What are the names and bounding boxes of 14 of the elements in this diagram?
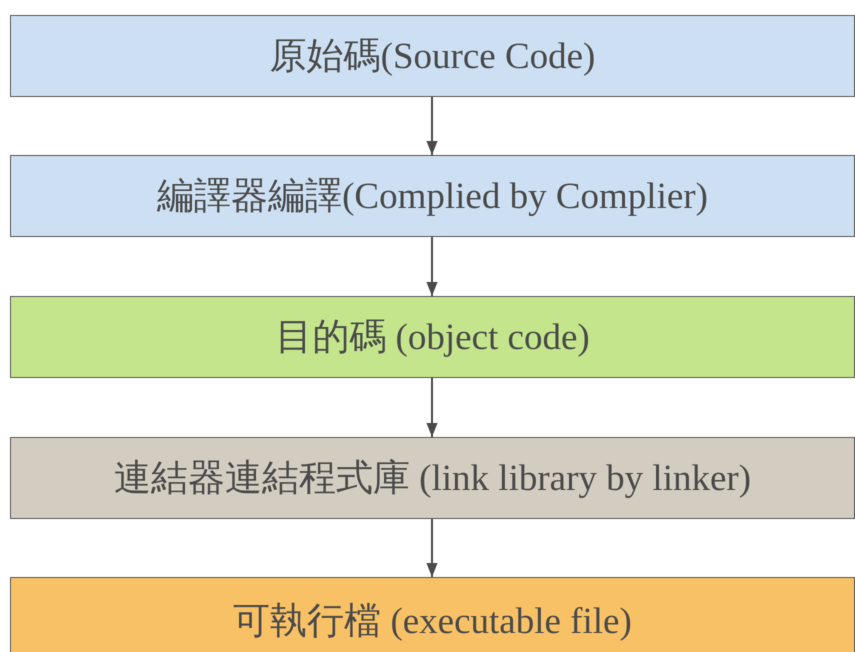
arrow bbox=[426, 378, 438, 437]
box-label: 可執行檔 (executable file) bbox=[233, 600, 632, 644]
process-box bbox=[10, 577, 855, 652]
arrow bbox=[426, 97, 438, 155]
box-label: 目的碼 (object code) bbox=[275, 316, 590, 360]
process-box bbox=[10, 155, 855, 237]
arrow bbox=[426, 519, 438, 577]
process-box bbox=[10, 437, 855, 519]
process-box bbox=[10, 296, 855, 378]
box-label: 編譯器編譯(Complied by Complier) bbox=[157, 175, 708, 219]
arrow bbox=[426, 237, 438, 296]
box-label: 原始碼(Source Code) bbox=[270, 35, 596, 79]
box-label: 連結器連結程式庫 (link library by linker) bbox=[114, 457, 752, 501]
process-box bbox=[10, 15, 855, 97]
